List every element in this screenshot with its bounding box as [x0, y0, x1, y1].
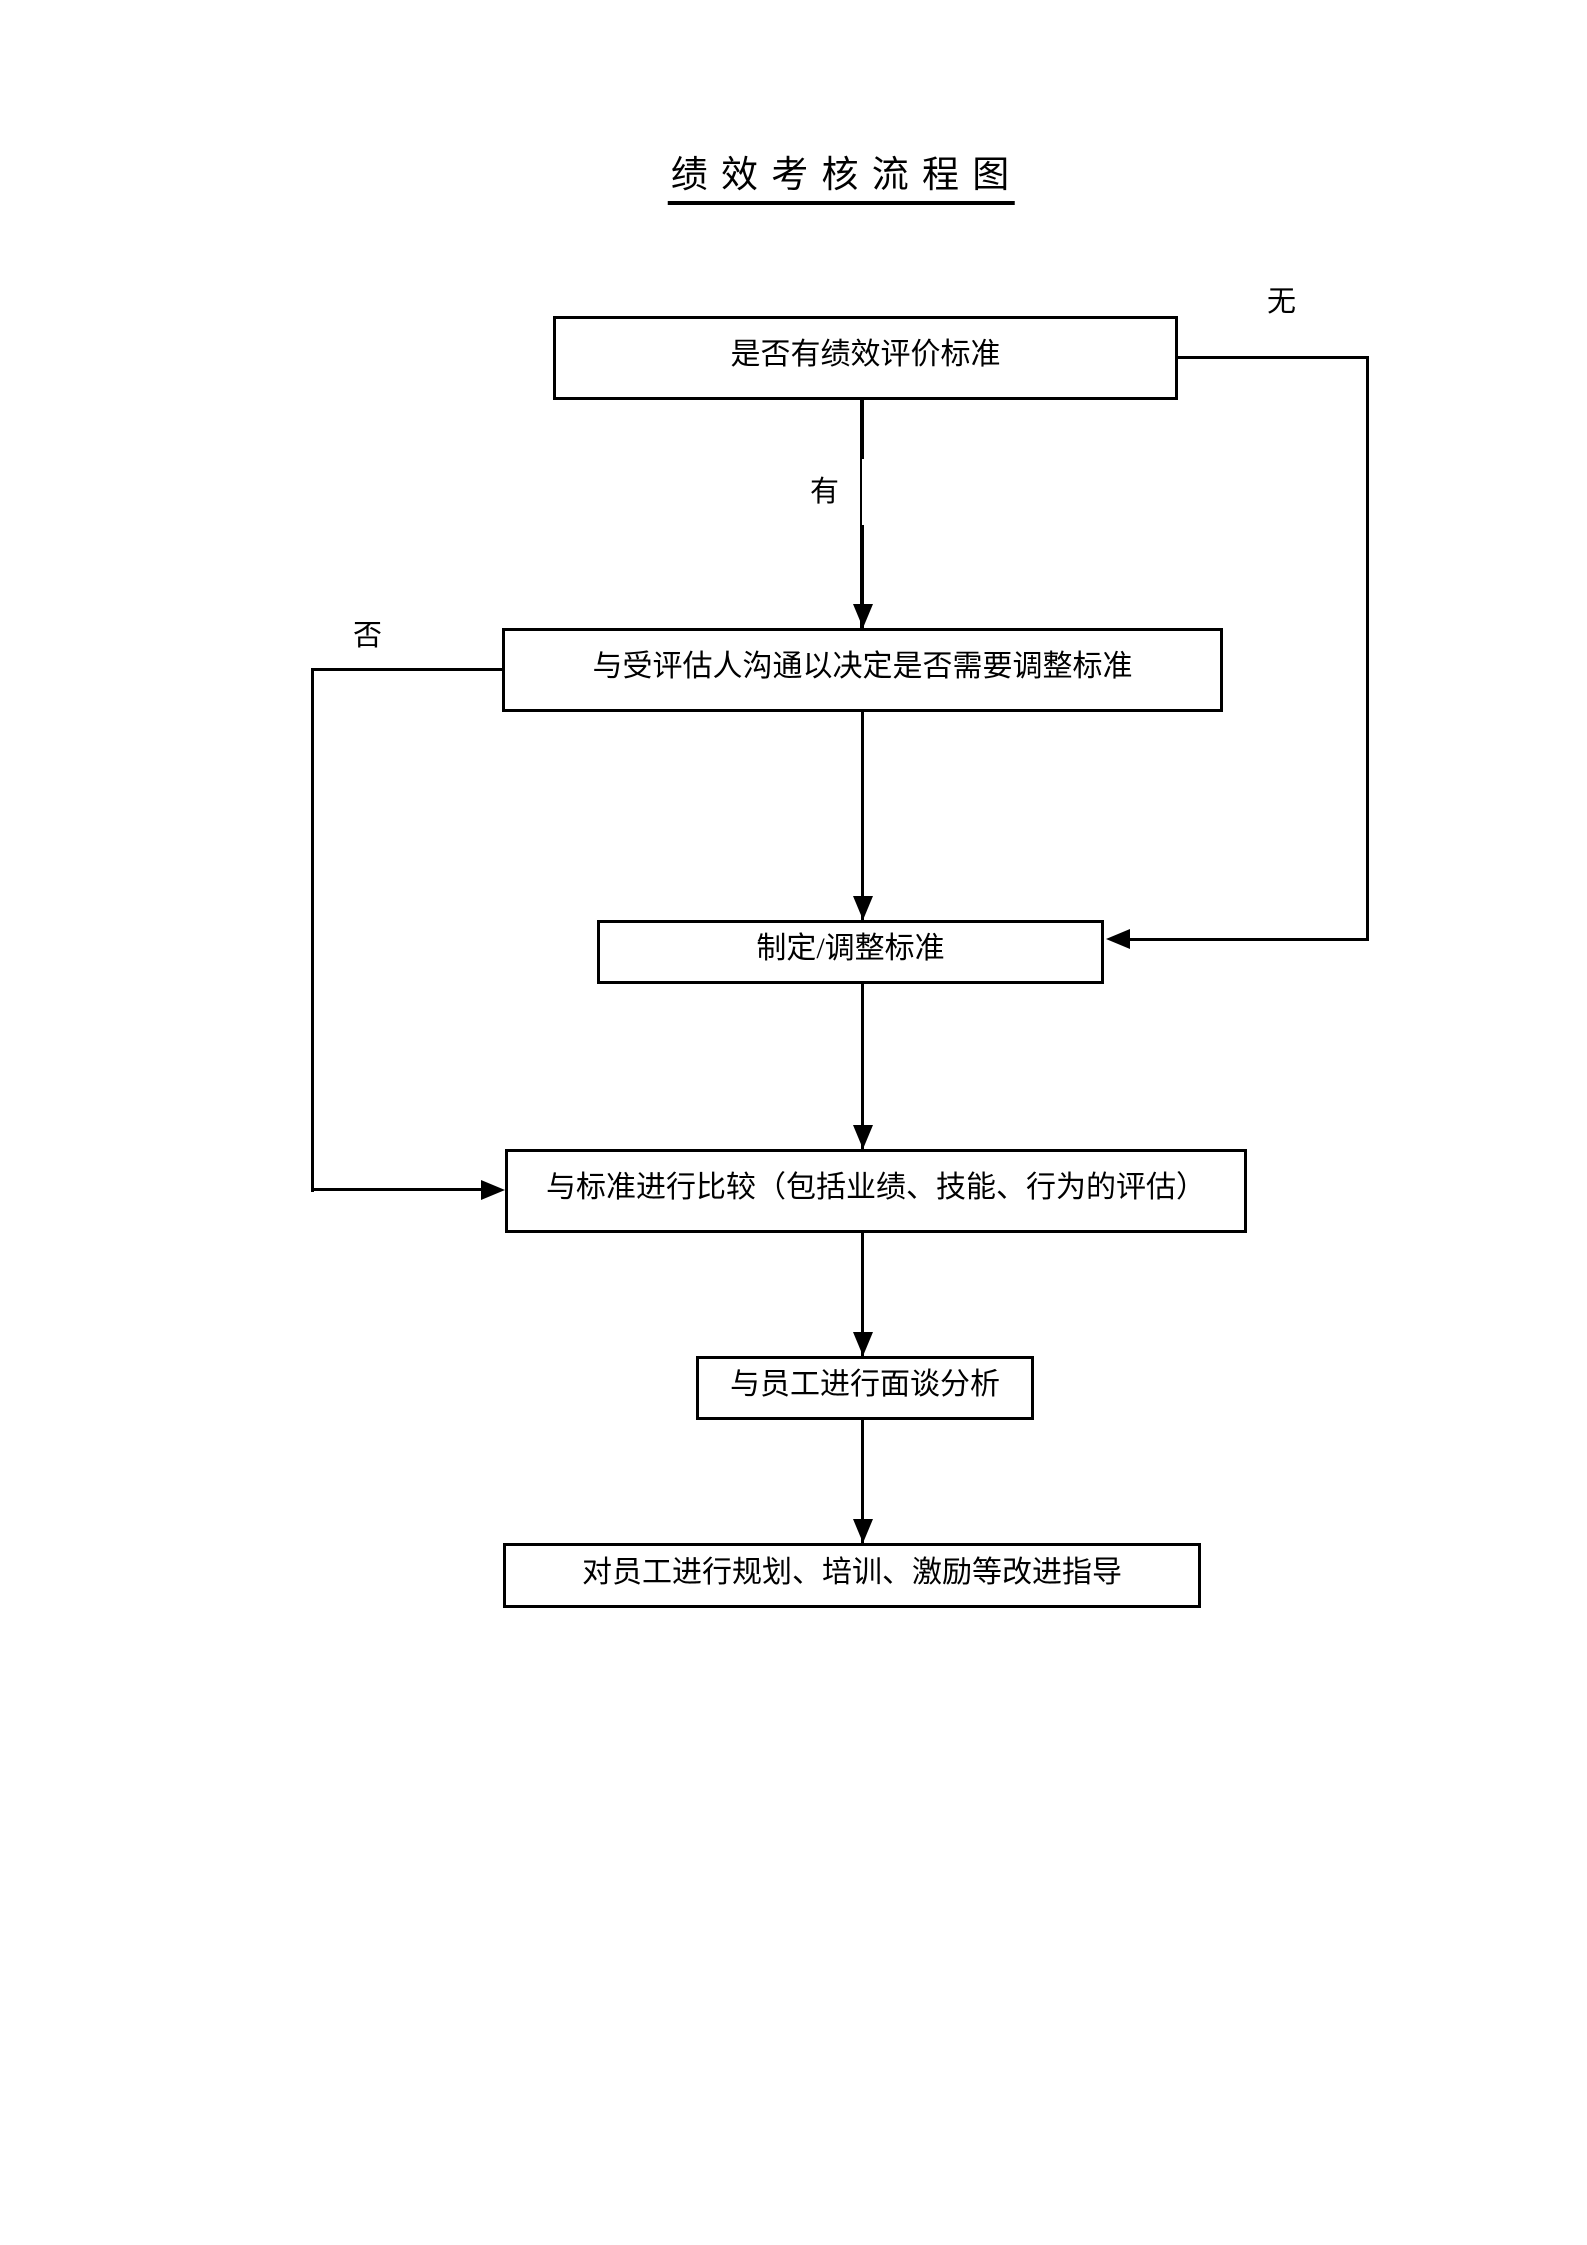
flow-node-set-adjust-standard: 制定/调整标准	[597, 920, 1104, 984]
edge-label-no-standard: 无	[1267, 286, 1297, 318]
flow-node-label: 与标准进行比较（包括业绩、技能、行为的评估）	[546, 1171, 1206, 1204]
flow-node-has-standard: 是否有绩效评价标准	[553, 316, 1178, 400]
flow-node-compare-with-standard: 与标准进行比较（包括业绩、技能、行为的评估）	[505, 1149, 1247, 1233]
connector-communicate-to-setadjust	[861, 710, 864, 922]
flow-node-label: 对员工进行规划、培训、激励等改进指导	[582, 1555, 1122, 1589]
connector-setadjust-to-compare	[861, 982, 864, 1151]
flow-node-communicate: 与受评估人沟通以决定是否需要调整标准	[502, 628, 1223, 712]
connector-compare-to-interview	[861, 1230, 864, 1358]
connector-fou-branch-vertical	[311, 668, 314, 1192]
connector-fou-branch-horizontal-bottom	[311, 1188, 487, 1191]
arrowhead-down-into-interview-icon	[853, 1332, 873, 1356]
flow-node-improvement-guidance: 对员工进行规划、培训、激励等改进指导	[503, 1543, 1201, 1608]
connector-no-branch-vertical	[1366, 356, 1369, 941]
flow-node-label: 是否有绩效评价标准	[730, 338, 1001, 371]
connector-no-branch-horizontal-bottom	[1124, 938, 1369, 941]
flow-node-employee-interview: 与员工进行面谈分析	[696, 1356, 1034, 1420]
connector-notch-artifact	[862, 459, 892, 525]
page-title: 绩 效 考 核 流 程 图	[667, 153, 1015, 206]
arrowhead-down-into-compare-icon	[853, 1125, 873, 1149]
flow-node-label: 与员工进行面谈分析	[730, 1368, 1000, 1401]
arrowhead-down-into-setadjust-icon	[853, 896, 873, 920]
edge-label-yes: 有	[810, 476, 840, 508]
edge-label-no-adjust: 否	[353, 620, 383, 652]
connector-no-branch-horizontal-top	[1177, 356, 1369, 359]
arrowhead-down-into-guide-icon	[853, 1519, 873, 1543]
flow-node-label: 制定/调整标准	[756, 932, 945, 965]
connector-fou-branch-horizontal-top	[311, 668, 503, 671]
arrowhead-down-into-communicate-icon	[853, 604, 873, 628]
flow-node-label: 与受评估人沟通以决定是否需要调整标准	[592, 650, 1133, 683]
arrowhead-left-into-setadjust-icon	[1106, 929, 1130, 949]
arrowhead-right-into-compare-icon	[481, 1180, 505, 1200]
connector-interview-to-guide	[861, 1417, 864, 1545]
